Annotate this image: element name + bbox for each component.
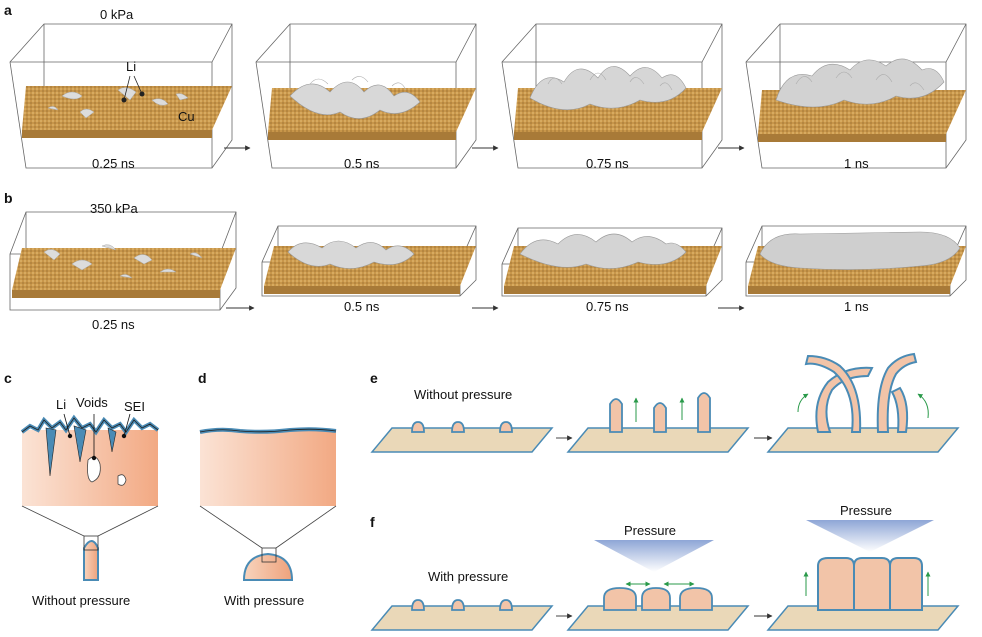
panel-b-sim-4 xyxy=(745,225,967,297)
panel-label-f: f xyxy=(370,514,375,530)
panel-b-sim-1 xyxy=(9,211,237,311)
panel-a-sim-3 xyxy=(501,23,723,169)
panel-e-illustration xyxy=(370,352,960,453)
caption-f: With pressure xyxy=(428,569,509,584)
caption-e: Without pressure xyxy=(414,387,513,402)
li-label-c: Li xyxy=(56,397,67,412)
panel-label-d: d xyxy=(198,370,207,386)
cu-label-a: Cu xyxy=(178,109,195,124)
time-label-b-1: 0.25 ns xyxy=(92,317,135,332)
panel-f-illustration xyxy=(370,520,960,631)
panel-a-sim-1 xyxy=(9,23,233,169)
time-label-b-2: 0.5 ns xyxy=(344,299,380,314)
time-label-a-2: 0.5 ns xyxy=(344,156,380,171)
panel-label-a: a xyxy=(4,2,12,18)
caption-d: With pressure xyxy=(224,593,305,608)
voids-label-c: Voids xyxy=(76,395,108,410)
time-label-a-1: 0.25 ns xyxy=(92,156,135,171)
time-label-b-3: 0.75 ns xyxy=(586,299,629,314)
pressure-label-f-1: Pressure xyxy=(624,523,677,538)
panel-label-e: e xyxy=(370,370,378,386)
panel-a-sim-4 xyxy=(745,23,967,169)
pressure-label-a: 0 kPa xyxy=(100,7,134,22)
panel-label-b: b xyxy=(4,190,13,206)
time-label-a-3: 0.75 ns xyxy=(586,156,629,171)
time-label-a-4: 1 ns xyxy=(844,156,869,171)
pressure-label-f-2: Pressure xyxy=(840,503,893,518)
panel-d-illustration xyxy=(199,427,337,581)
pressure-label-b: 350 kPa xyxy=(90,201,138,216)
panel-b-sim-2 xyxy=(261,225,477,297)
time-label-b-4: 1 ns xyxy=(844,299,869,314)
sei-label-c: SEI xyxy=(124,399,145,414)
panel-a-sim-2 xyxy=(255,23,477,169)
panel-b-sim-3 xyxy=(501,227,723,297)
li-label-a: Li xyxy=(126,59,137,74)
panel-label-c: c xyxy=(4,370,12,386)
panel-c-illustration xyxy=(20,413,160,581)
caption-c: Without pressure xyxy=(32,593,131,608)
